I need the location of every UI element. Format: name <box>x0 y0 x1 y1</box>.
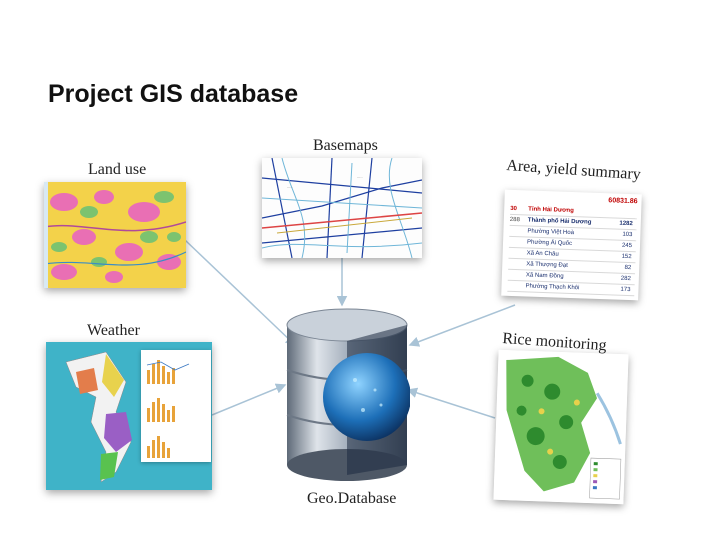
table-cell-value: 152 <box>596 253 636 260</box>
land-use-label: Land use <box>88 161 146 179</box>
rice-monitoring-thumbnail <box>493 350 628 504</box>
table-cell-value: 82 <box>595 264 635 271</box>
table-cell-name: Tỉnh Hải Dương <box>528 206 597 214</box>
geodatabase-label: Geo.Database <box>307 490 396 508</box>
table-cell-code <box>509 242 527 243</box>
table-cell-name: Xã An Châu <box>527 250 596 258</box>
table-cell-code <box>508 275 526 276</box>
table-cell-value: 245 <box>596 242 636 249</box>
table-cell-value: 103 <box>596 231 636 238</box>
geodatabase-icon <box>285 305 410 485</box>
table-cell-code <box>509 231 527 232</box>
land-use-thumbnail <box>44 182 186 288</box>
table-cell-name: Xã Nam Đồng <box>526 272 595 280</box>
table-cell-code: 30 <box>510 206 528 213</box>
weather-label: Weather <box>87 322 140 340</box>
table-cell-name: Phường Ái Quốc <box>527 239 596 247</box>
table-cell-value: 173 <box>594 286 634 293</box>
table-cell-value <box>597 212 637 213</box>
table-cell-name: Thành phố Hải Dương <box>528 217 597 225</box>
table-cell-name: Phường Thạch Khôi <box>525 283 594 291</box>
connector-area-yield <box>410 305 515 345</box>
svg-text:.....: ..... <box>357 174 363 179</box>
table-cell-code: 288 <box>510 217 528 224</box>
table-cell-code <box>508 286 526 287</box>
svg-text:.....: ..... <box>287 184 293 189</box>
svg-text:......: ...... <box>322 234 329 239</box>
connector-rice <box>408 390 495 418</box>
table-cell-value: 1282 <box>597 220 637 227</box>
basemaps-thumbnail: ................ <box>262 158 422 258</box>
table-cell-value: 282 <box>595 275 635 282</box>
table-cell-name: Xã Thượng Đạt <box>526 261 595 269</box>
connector-weather <box>212 385 285 415</box>
table-cell-code <box>509 253 527 254</box>
table-cell-name: Phường Việt Hoà <box>527 228 596 236</box>
weather-thumbnail <box>46 342 212 490</box>
basemaps-label: Basemaps <box>313 137 378 155</box>
weather-charts-panel <box>141 350 211 462</box>
table-cell-code <box>508 264 526 265</box>
